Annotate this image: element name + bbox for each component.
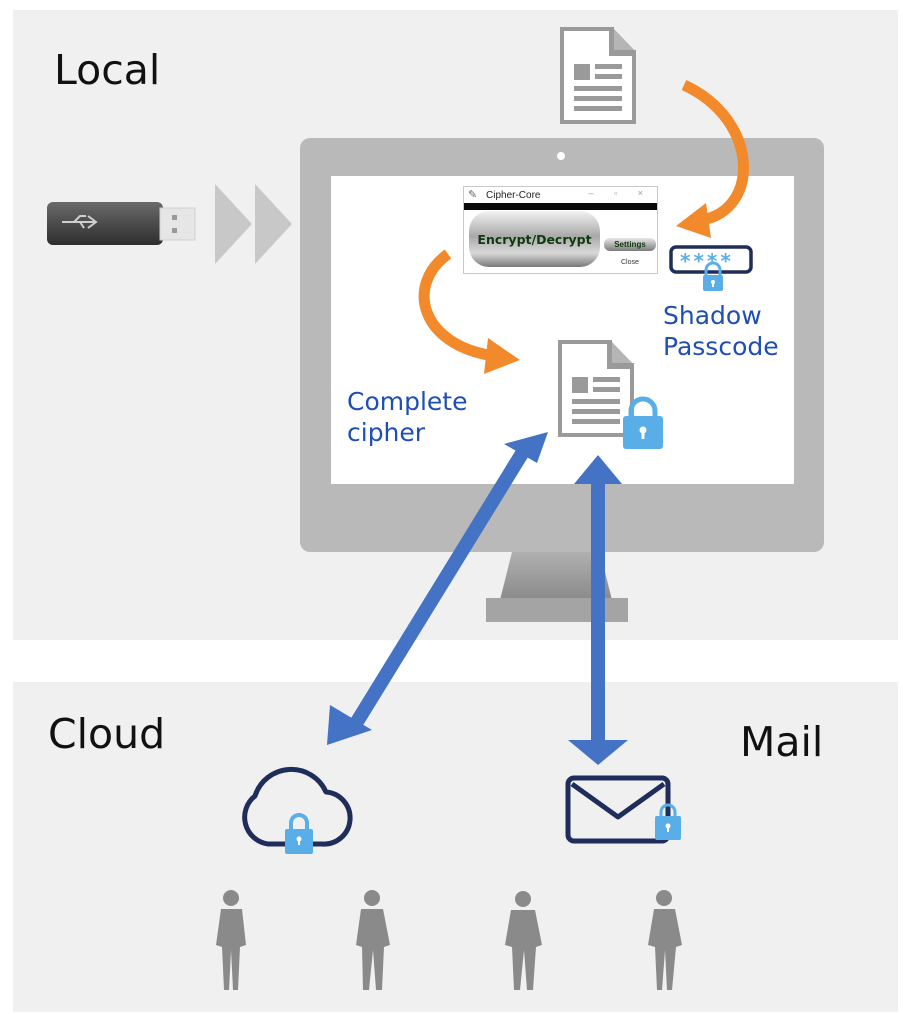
person-icon	[648, 890, 682, 990]
person-icon	[216, 890, 246, 990]
locked-document-icon	[558, 340, 634, 437]
close-button[interactable]: Close	[621, 259, 639, 266]
shadow-passcode-label: Shadow Passcode	[663, 300, 779, 362]
settings-button[interactable]: Settings	[604, 238, 656, 251]
shadow-passcode-line1: Shadow	[663, 301, 762, 330]
local-label: Local	[54, 46, 161, 94]
orange-arrow-to-passcode	[676, 80, 749, 238]
cloud-lock-icon	[242, 766, 353, 854]
encrypt-decrypt-label: Encrypt/Decrypt	[477, 231, 592, 247]
complete-cipher-line1: Complete	[347, 387, 468, 416]
transfer-chevron-icon	[215, 184, 292, 264]
cloud-label: Cloud	[48, 710, 166, 758]
passcode-mask: ****	[680, 249, 734, 273]
window-controls[interactable]: – ▫ ×	[588, 188, 652, 198]
app-menu-bar	[464, 203, 657, 210]
cloud-section	[13, 682, 898, 1012]
shadow-passcode-line2: Passcode	[663, 332, 779, 361]
person-icon	[505, 891, 542, 990]
usb-drive-icon	[47, 202, 196, 245]
feather-logo-icon: ✎	[468, 188, 478, 201]
cipher-core-app-window: ✎ Cipher-Core – ▫ × Encrypt/Decrypt Sett…	[463, 186, 658, 274]
complete-cipher-label: Complete cipher	[347, 386, 467, 448]
password-field-icon	[669, 245, 753, 274]
mail-lock-icon	[565, 775, 681, 844]
document-icon	[560, 27, 636, 124]
orange-arrow-to-locked-document	[418, 249, 520, 374]
settings-label: Settings	[614, 240, 646, 249]
encrypt-decrypt-button[interactable]: Encrypt/Decrypt	[469, 211, 600, 267]
app-title: Cipher-Core	[486, 190, 541, 201]
complete-cipher-line2: cipher	[347, 418, 426, 447]
mail-label: Mail	[740, 718, 824, 766]
passcode-lock-icon	[703, 261, 723, 291]
blue-arrow-mail	[568, 455, 628, 765]
person-icon	[356, 890, 390, 990]
document-lock-icon	[623, 396, 663, 449]
blue-arrow-cloud	[327, 432, 548, 745]
